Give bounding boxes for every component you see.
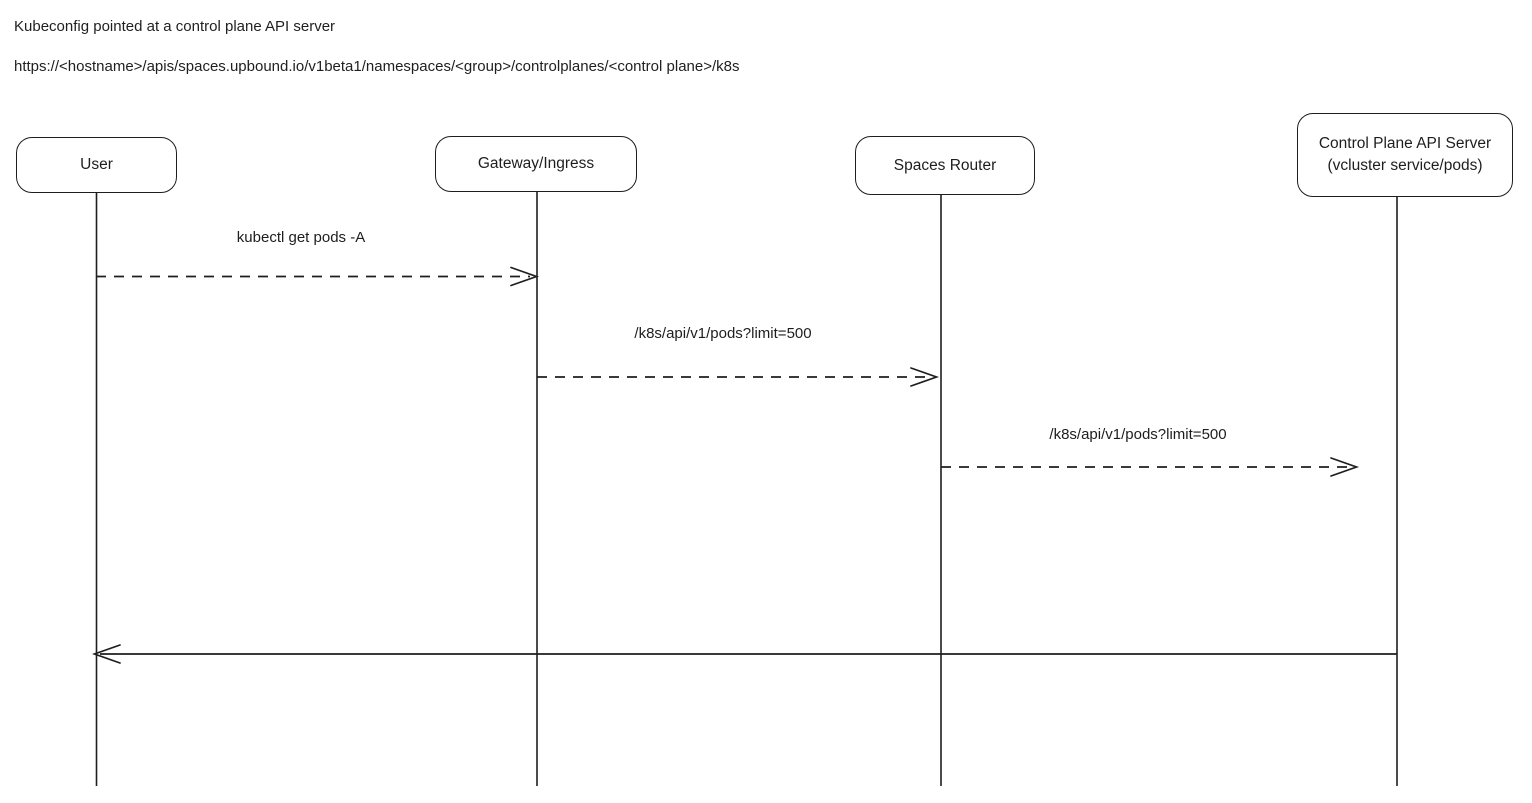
actor-control-plane-api-server-label: Control Plane API Server (vcluster servi… <box>1318 135 1492 174</box>
message-arrow-1-head <box>510 266 540 287</box>
diagram-title: Kubeconfig pointed at a control plane AP… <box>14 18 336 35</box>
kubeconfig-url: https://<hostname>/apis/spaces.upbound.i… <box>14 58 740 75</box>
actor-user: User <box>16 137 177 193</box>
actor-gateway-ingress-label: Gateway/Ingress <box>477 155 595 173</box>
message-arrow-3-head <box>1330 457 1360 477</box>
message-3-label: /k8s/api/v1/pods?limit=500 <box>1049 426 1227 443</box>
return-arrow-head <box>91 644 121 664</box>
message-arrow-2-head <box>910 367 940 387</box>
actor-gateway-ingress: Gateway/Ingress <box>435 136 637 192</box>
actor-spaces-router: Spaces Router <box>855 136 1035 195</box>
message-1-label: kubectl get pods -A <box>236 229 366 246</box>
actor-user-label: User <box>80 156 113 174</box>
message-2-label: /k8s/api/v1/pods?limit=500 <box>634 325 812 342</box>
actor-control-plane-api-server: Control Plane API Server (vcluster servi… <box>1297 113 1513 197</box>
actor-spaces-router-label: Spaces Router <box>893 156 997 174</box>
